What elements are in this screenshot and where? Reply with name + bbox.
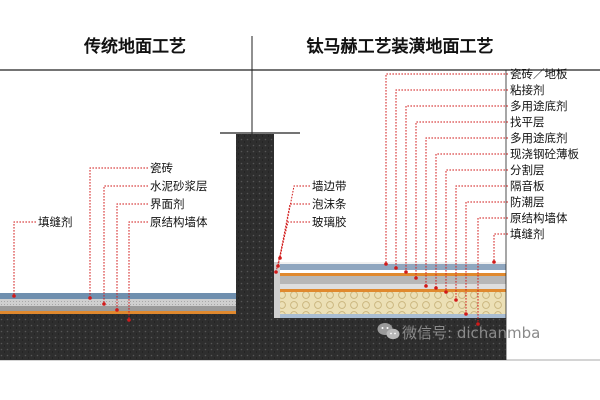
label-grout-left: 填缝剂 — [38, 215, 73, 229]
label-r-leveling: 找平层 — [510, 115, 545, 129]
label-interface-agent: 界面剂 — [150, 197, 185, 211]
watermark-text: 微信号: dichanmba — [402, 324, 540, 342]
label-r-original-wall: 原结构墙体 — [510, 211, 568, 225]
timahe-leaders — [384, 73, 508, 326]
wall-leaders — [274, 185, 310, 274]
label-r-concrete-slab: 现浇钢砼薄板 — [510, 147, 579, 161]
label-r-separation: 分割层 — [510, 163, 545, 177]
label-cement-mortar: 水泥砂浆层 — [150, 179, 208, 193]
label-original-wall: 原结构墙体 — [150, 215, 208, 229]
label-wall-band: 墙边带 — [312, 179, 347, 193]
label-r-primer-2: 多用途底剂 — [510, 131, 568, 145]
traditional-leaders — [12, 167, 148, 322]
label-r-sound-board: 隔音板 — [510, 179, 545, 193]
label-r-adhesive: 粘接剂 — [510, 83, 545, 97]
structural-wall — [220, 132, 300, 360]
label-r-grout: 填缝剂 — [510, 227, 545, 241]
traditional-floor — [0, 293, 238, 360]
watermark: 微信号: dichanmba — [377, 323, 540, 342]
label-glass-glue: 玻璃胶 — [312, 215, 347, 229]
timahe-label-list: 瓷砖／地板 粘接剂 多用途底剂 找平层 多用途底剂 现浇钢砼薄板 分割层 隔音板… — [510, 67, 579, 241]
label-tile: 瓷砖 — [150, 161, 173, 175]
label-foam-strip: 泡沫条 — [312, 197, 347, 211]
label-r-moisture: 防潮层 — [510, 195, 545, 209]
title-timahe: 钛马赫工艺装潢地面工艺 — [307, 36, 494, 57]
label-r-primer-1: 多用途底剂 — [510, 99, 568, 113]
timahe-floor — [274, 70, 507, 360]
label-r-tile-floor: 瓷砖／地板 — [510, 67, 568, 81]
title-traditional: 传统地面工艺 — [83, 36, 186, 57]
wechat-icon — [377, 323, 400, 340]
